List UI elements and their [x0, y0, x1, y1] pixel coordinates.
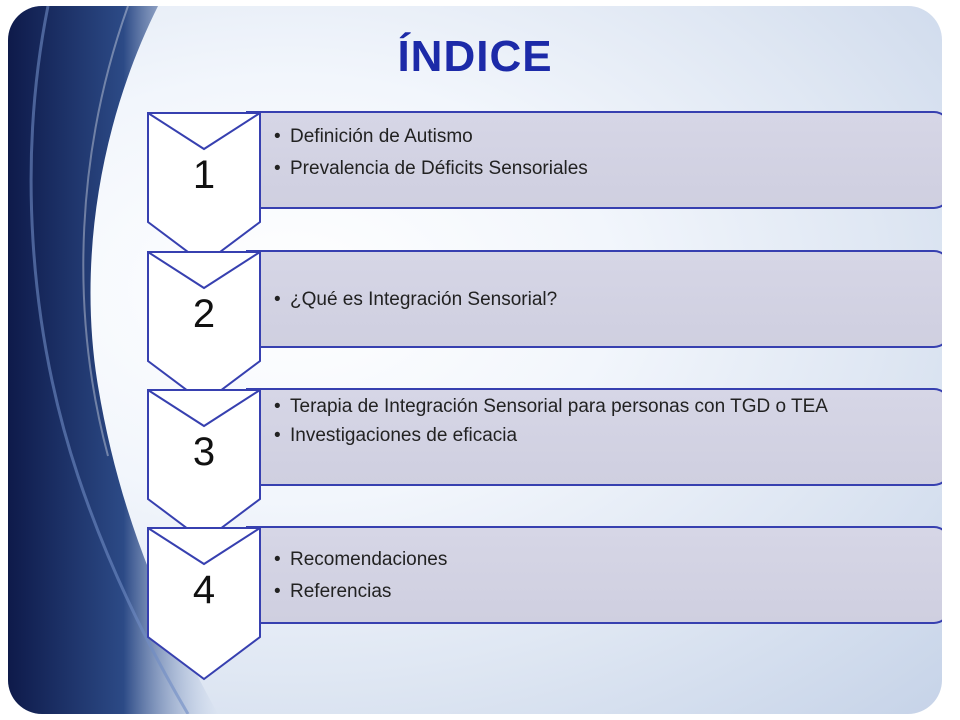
- section-number-chevron: 1: [146, 111, 262, 266]
- section-content: ¿Qué es Integración Sensorial?: [246, 250, 942, 348]
- background-swirl: [8, 6, 218, 714]
- section-number-chevron: 4: [146, 526, 262, 681]
- index-section-3: Terapia de Integración Sensorial para pe…: [146, 388, 942, 543]
- section-number: 3: [192, 430, 216, 474]
- section-content: Definición de Autismo Prevalencia de Déf…: [246, 111, 942, 209]
- section-number-chevron: 2: [146, 250, 262, 405]
- section-number: 1: [192, 153, 216, 197]
- section-items: Terapia de Integración Sensorial para pe…: [274, 396, 928, 448]
- index-section-1: Definición de Autismo Prevalencia de Déf…: [146, 111, 942, 266]
- section-items: Definición de Autismo Prevalencia de Déf…: [274, 125, 928, 181]
- section-item: ¿Qué es Integración Sensorial?: [274, 288, 928, 312]
- page-title: ÍNDICE: [397, 32, 553, 81]
- section-item: Recomendaciones: [274, 548, 928, 572]
- section-item: Prevalencia de Déficits Sensoriales: [274, 157, 928, 181]
- section-number: 2: [192, 292, 216, 336]
- section-items: Recomendaciones Referencias: [274, 548, 928, 604]
- index-section-2: ¿Qué es Integración Sensorial? 2: [146, 250, 942, 405]
- section-number: 4: [192, 568, 216, 612]
- section-content: Recomendaciones Referencias: [246, 526, 942, 624]
- section-item: Investigaciones de eficacia: [274, 424, 928, 448]
- section-number-chevron: 3: [146, 388, 262, 543]
- index-section-4: Recomendaciones Referencias 4: [146, 526, 942, 681]
- section-items: ¿Qué es Integración Sensorial?: [274, 288, 928, 312]
- slide: ÍNDICE Definición de Autismo Prevalencia…: [8, 6, 942, 714]
- section-item: Referencias: [274, 580, 928, 604]
- section-item: Definición de Autismo: [274, 125, 928, 149]
- section-content: Terapia de Integración Sensorial para pe…: [246, 388, 942, 486]
- section-item: Terapia de Integración Sensorial para pe…: [274, 396, 928, 418]
